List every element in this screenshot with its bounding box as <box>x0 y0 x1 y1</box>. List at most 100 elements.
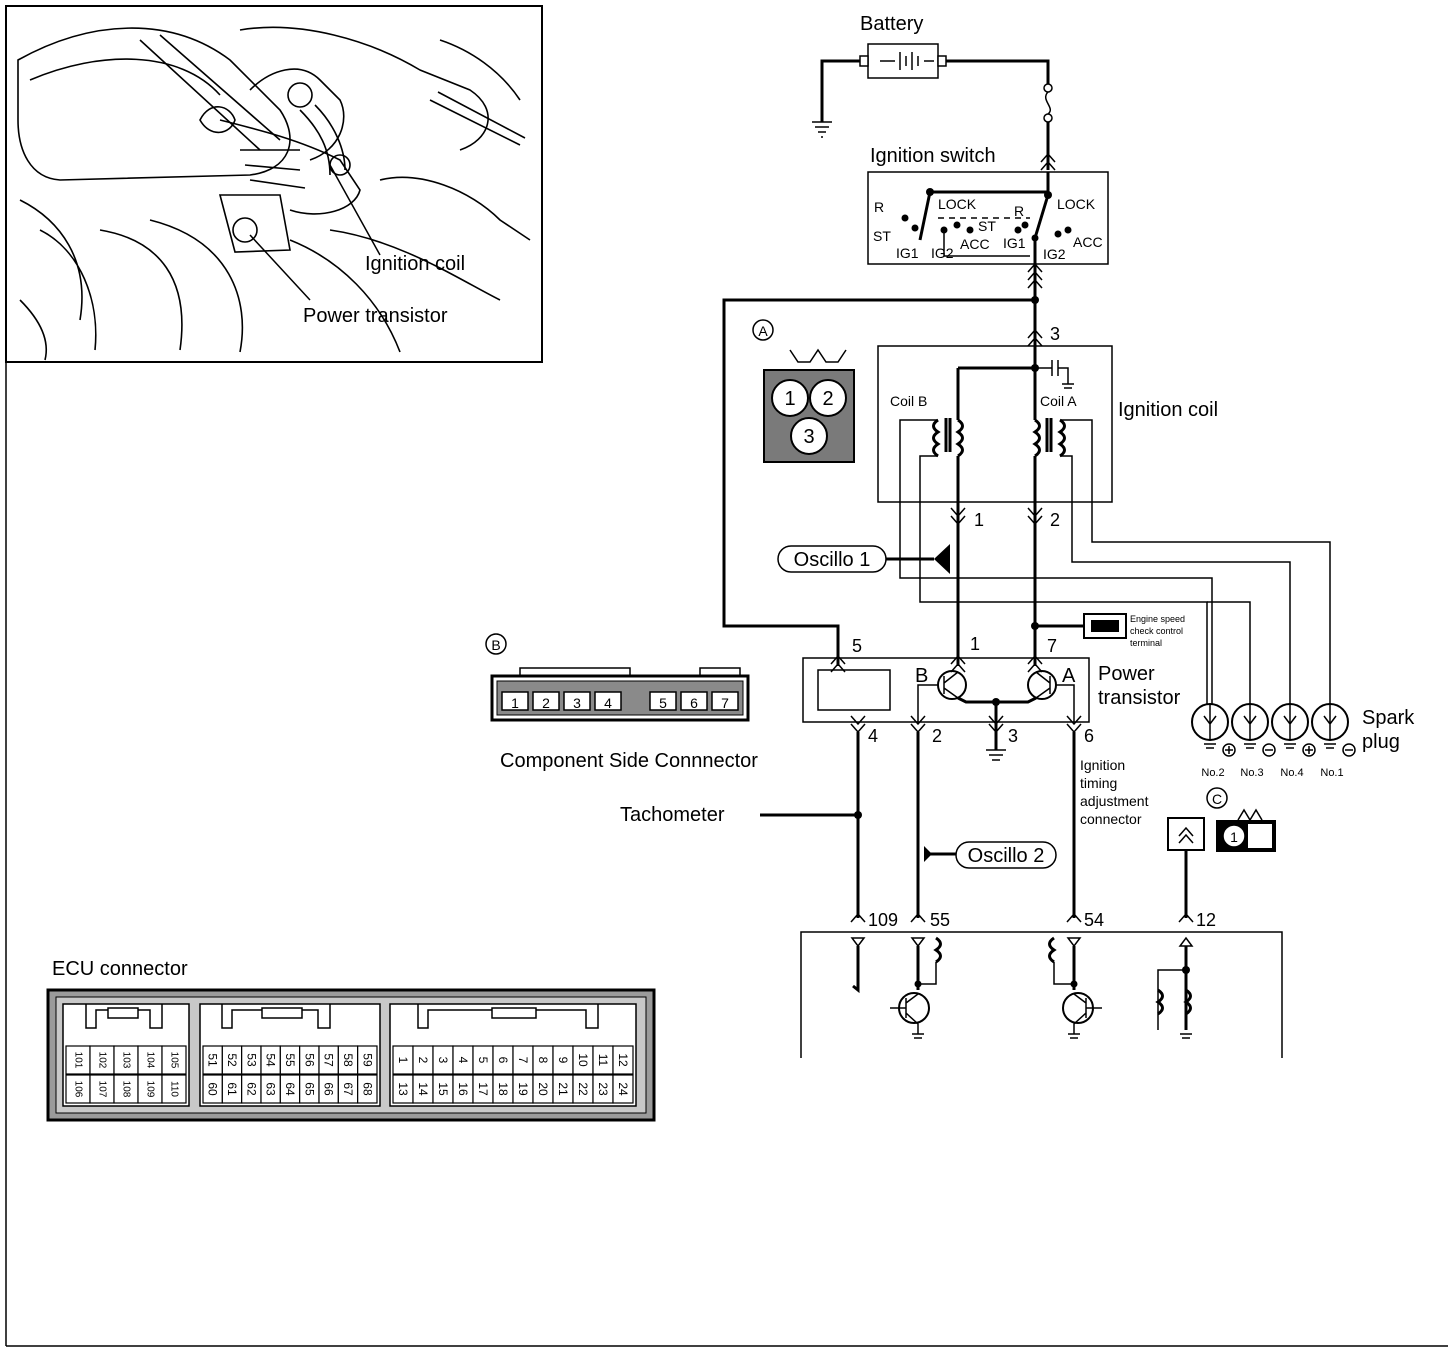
ecu-pin-label: 61 <box>225 1082 239 1096</box>
coil-capacitor-icon <box>1035 360 1069 384</box>
spark-plug-label-2: plug <box>1362 731 1400 753</box>
connector-b-pin-6: 6 <box>690 695 698 711</box>
ecu-pin-label: 6 <box>496 1057 510 1064</box>
ignition-coil: Ignition coil Coil B Coil A 1 2 <box>877 345 1331 706</box>
ignition-switch: Ignition switch R ST IG1 IG2 ACC LOCK LO… <box>867 145 1109 265</box>
ecu-pin-label: 24 <box>616 1082 630 1096</box>
polarity-icons <box>1222 743 1356 757</box>
photo-ignition-coil-label: Ignition coil <box>365 253 465 275</box>
oscillo-1-probe-icon <box>934 544 950 574</box>
ecu-pin-54: 54 <box>1084 910 1104 930</box>
connector-a-pin-1: 1 <box>784 388 795 410</box>
power-transistor-label-2: transistor <box>1098 687 1181 709</box>
ecu-pin-cell <box>357 1074 378 1104</box>
transistor-pin-7: 7 <box>1047 636 1057 656</box>
timing-label-4: connector <box>1080 811 1142 827</box>
ecu-pin-label: 60 <box>206 1082 220 1096</box>
ecu-resistor-12b-icon <box>1183 988 1192 1016</box>
ecu-pin-label: 105 <box>169 1052 180 1069</box>
switch-right-ig2: IG2 <box>1043 246 1066 262</box>
connector-b-pin-1: 1 <box>511 695 519 711</box>
transistor-pin5-arrow-icon <box>830 654 846 673</box>
spark-plug-no3: No.3 <box>1231 703 1269 779</box>
connector-a-pin-2: 2 <box>822 388 833 410</box>
connector-c-marker: C <box>1212 791 1222 807</box>
ecu-pin-109: 109 <box>868 910 898 930</box>
ecu-pin-label: 21 <box>556 1082 570 1096</box>
ecu-pin-label: 65 <box>302 1082 316 1096</box>
ecu-pin-label: 4 <box>456 1057 470 1064</box>
switch-output-arrow-icon <box>1027 262 1043 289</box>
switch-left-r: R <box>874 199 884 215</box>
spark-plug-no1-label: No.1 <box>1320 767 1343 779</box>
ignition-coil-leader <box>329 164 381 256</box>
switch-left-acc: ACC <box>960 236 990 252</box>
ecu-pin-label: 8 <box>536 1057 550 1064</box>
ecu-pin-label: 68 <box>360 1082 374 1096</box>
connector-a: A 1 2 3 <box>752 319 855 463</box>
terminal-line1: Engine speed <box>1130 614 1185 624</box>
ecu-pin-55: 55 <box>930 910 950 930</box>
ecu-pin-label: 103 <box>121 1052 132 1069</box>
coil-b-output-arrow-icon <box>950 507 966 526</box>
ecu-pin-label: 109 <box>145 1081 156 1098</box>
ecu-pin-cell <box>89 1074 115 1104</box>
oscillo-1-label: Oscillo 1 <box>794 549 871 571</box>
battery-label: Battery <box>860 13 923 35</box>
ig1-to-transistor-wire <box>722 298 1035 666</box>
coil-input-arrow-icon <box>1027 328 1043 347</box>
oscillo-2-probe: Oscillo 2 <box>924 841 1057 869</box>
ecu-pin-label: 19 <box>516 1082 530 1096</box>
transistor-pin3-arrow-icon <box>988 715 1004 734</box>
ignition-timing-connector: Ignition timing adjustment connector C 1 <box>1080 757 1276 918</box>
transistor-pin1-arrow-icon <box>950 654 966 673</box>
ecu-pin-label: 9 <box>556 1057 570 1064</box>
ecu-pin-label: 102 <box>97 1052 108 1069</box>
ecu-pin-cell <box>357 1045 378 1075</box>
ecu-pin-label: 62 <box>244 1082 258 1096</box>
transistor-b-label: B <box>915 665 928 687</box>
connector-b-pin-4: 4 <box>604 695 612 711</box>
coil-a-primary-icon <box>1032 418 1041 458</box>
ecu-pin-12: 12 <box>1196 910 1216 930</box>
connector-a-pin-3: 3 <box>803 426 814 448</box>
spark-plug-label-1: Spark <box>1362 707 1415 729</box>
connector-b-pin-2: 2 <box>542 695 550 711</box>
tachometer-label: Tachometer <box>620 804 725 826</box>
spark-plug-no2: No.2 <box>1191 703 1229 779</box>
terminal-line3: terminal <box>1130 638 1162 648</box>
connector-a-marker: A <box>758 323 768 339</box>
ecu-pin-label: 23 <box>596 1082 610 1096</box>
ecu-pin-label: 20 <box>536 1082 550 1096</box>
timing-label-1: Ignition <box>1080 757 1125 773</box>
ecu-pin-cell <box>89 1045 115 1075</box>
ignition-switch-label: Ignition switch <box>870 145 996 167</box>
ecu-pin-label: 18 <box>496 1082 510 1096</box>
ecu-pin-label: 2 <box>416 1057 430 1064</box>
coil-a-output-arrow-icon <box>1027 507 1043 526</box>
coil-input-pin: 3 <box>1050 324 1060 344</box>
ecu-resistor-54-icon <box>1048 936 1057 964</box>
transistor-b-icon <box>937 670 967 700</box>
switch-left-lock: LOCK <box>938 196 977 212</box>
transistor-pin-5: 5 <box>852 636 862 656</box>
spark-plug-no4-label: No.4 <box>1280 767 1303 779</box>
ecu-pin-label: 54 <box>264 1053 278 1067</box>
connector-b-pins: 1 2 3 4 5 6 7 <box>501 691 739 711</box>
engine-photo-inset: Ignition coil Power transistor <box>5 5 543 363</box>
ecu-pin-label: 55 <box>283 1053 297 1067</box>
transistor-pin-6: 6 <box>1084 726 1094 746</box>
battery: Battery <box>812 13 1050 138</box>
ecu-pin-label: 13 <box>396 1082 410 1096</box>
timing-connector-arrow-icon <box>1178 826 1194 844</box>
ecu-pin-label: 106 <box>73 1081 84 1098</box>
ecu-pin-label: 67 <box>341 1082 355 1096</box>
ecu-resistor-12a-icon <box>1155 988 1164 1016</box>
ecu-pin-cell <box>65 1074 91 1104</box>
ecu-pin-label: 7 <box>516 1057 530 1064</box>
connector-b-marker: B <box>491 637 500 653</box>
ecu-connector-label: ECU connector <box>52 958 188 980</box>
